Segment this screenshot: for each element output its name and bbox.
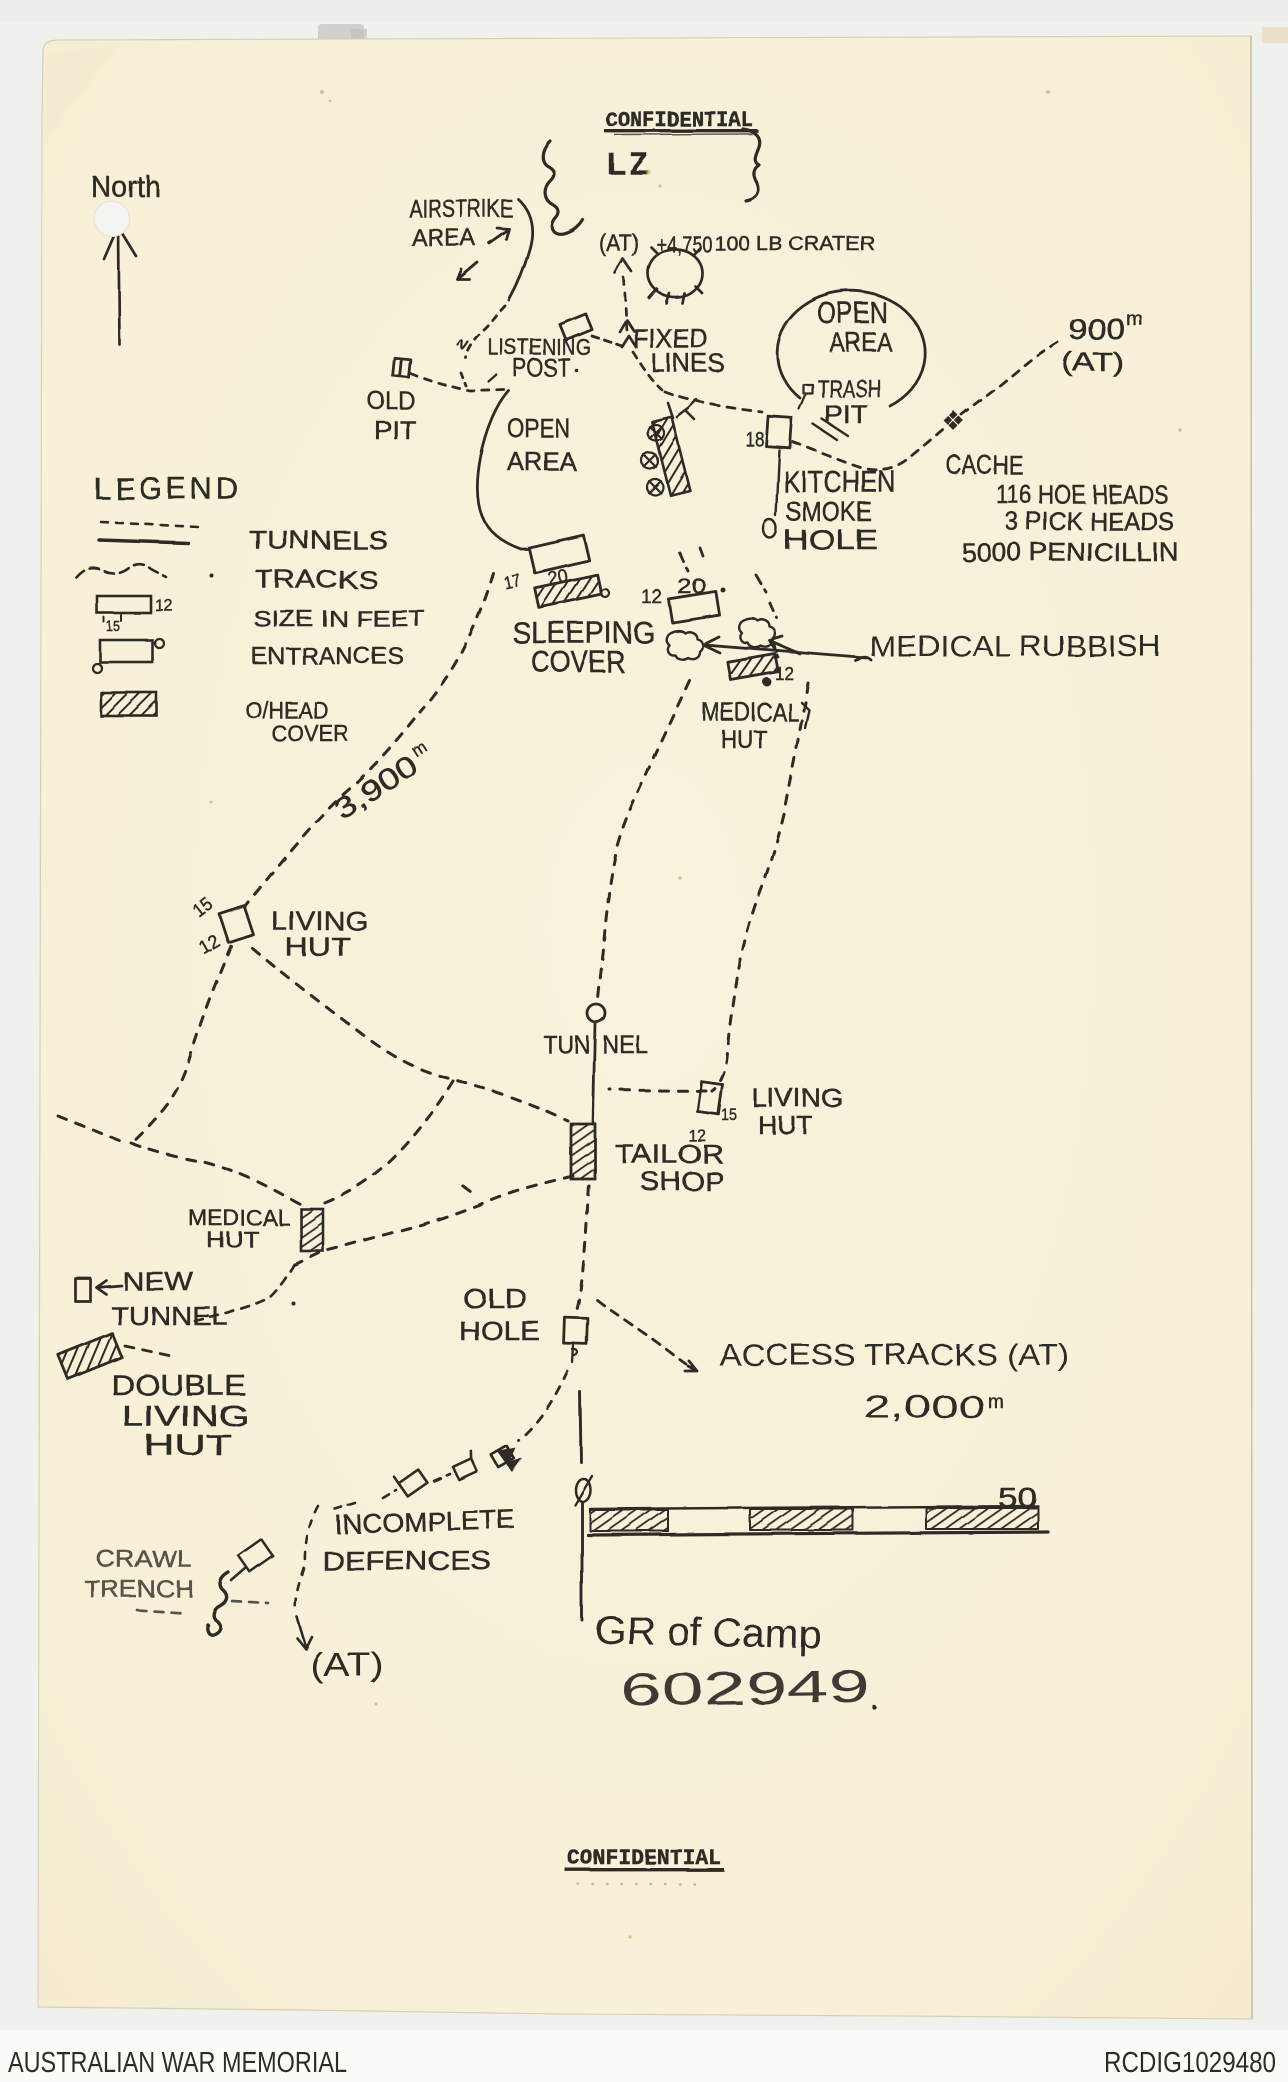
svg-text:(AT): (AT) [599, 230, 639, 257]
svg-text:LEGEND: LEGEND [94, 471, 242, 506]
svg-text:12: 12 [641, 587, 662, 608]
svg-text:AREA: AREA [411, 224, 475, 251]
svg-text:SHOP: SHOP [640, 1166, 724, 1196]
svg-text:AREA: AREA [507, 446, 577, 476]
svg-text:3 PICK HEADS: 3 PICK HEADS [1005, 506, 1174, 536]
svg-text:O/HEAD: O/HEAD [245, 697, 328, 724]
svg-text:12: 12 [688, 1126, 706, 1145]
svg-text:GR of Camp: GR of Camp [594, 1608, 823, 1658]
svg-text:17: 17 [502, 570, 523, 593]
svg-text:NEW: NEW [122, 1266, 194, 1296]
svg-text:18: 18 [745, 428, 764, 451]
svg-text:ACCESS TRACKS (AT): ACCESS TRACKS (AT) [719, 1337, 1069, 1372]
svg-text:SIZE IN FEET: SIZE IN FEET [253, 606, 425, 631]
svg-text:RCDIG1029480: RCDIG1029480 [1104, 2047, 1276, 2079]
svg-text:50: 50 [998, 1482, 1037, 1513]
svg-text:FIXED: FIXED [633, 323, 708, 354]
svg-text:AUSTRALIAN WAR MEMORIAL: AUSTRALIAN WAR MEMORIAL [8, 2047, 347, 2079]
svg-text:LIVING: LIVING [271, 906, 368, 936]
svg-text:SLEEPING: SLEEPING [512, 615, 655, 650]
svg-text:ENTRANCES: ENTRANCES [251, 643, 404, 670]
svg-text:HUT: HUT [758, 1112, 813, 1140]
svg-text:2,000: 2,000 [864, 1389, 985, 1425]
svg-text:INCOMPLETE: INCOMPLETE [334, 1504, 515, 1540]
svg-text:NEL: NEL [602, 1031, 648, 1059]
svg-text:m: m [1126, 309, 1143, 330]
svg-text:MEDICAL: MEDICAL [702, 697, 799, 727]
svg-text:TUN: TUN [543, 1031, 590, 1059]
svg-text:North: North [91, 171, 161, 204]
svg-text:POST: POST [513, 353, 571, 383]
svg-text:LINES: LINES [651, 348, 725, 378]
svg-text:116 HOE HEADS: 116 HOE HEADS [996, 479, 1168, 509]
svg-text:TUNNELS: TUNNELS [249, 525, 388, 555]
svg-text:602949: 602949 [620, 1660, 870, 1716]
svg-text:CONFIDENTIAL: CONFIDENTIAL [567, 1846, 721, 1871]
svg-text:15: 15 [721, 1105, 737, 1124]
svg-text:HUT: HUT [721, 726, 767, 754]
svg-text:AREA: AREA [829, 327, 892, 357]
svg-text:DOUBLE: DOUBLE [111, 1370, 246, 1402]
svg-text:SMOKE: SMOKE [786, 496, 872, 527]
svg-text:COVER: COVER [531, 644, 625, 679]
svg-text:MEDICAL RUBBISH: MEDICAL RUBBISH [869, 630, 1161, 663]
svg-text:CONFIDENTIAL: CONFIDENTIAL [605, 108, 753, 133]
svg-text:m: m [988, 1392, 1004, 1413]
svg-text:(AT): (AT) [1062, 347, 1124, 377]
svg-text:CRAWL: CRAWL [96, 1546, 192, 1573]
svg-text:TAILOR: TAILOR [615, 1139, 724, 1169]
svg-text:OPEN: OPEN [507, 413, 570, 443]
svg-text:100 LB CRATER: 100 LB CRATER [714, 233, 875, 255]
svg-text:HUT: HUT [206, 1227, 259, 1252]
svg-text:HUT: HUT [144, 1430, 232, 1462]
svg-text:OLD: OLD [367, 387, 415, 415]
svg-text:TRENCH: TRENCH [84, 1576, 194, 1603]
svg-text:COVER: COVER [271, 720, 349, 746]
svg-text:TUNNEL: TUNNEL [111, 1301, 228, 1331]
svg-text:+4,750: +4,750 [656, 231, 712, 257]
svg-text:HUT: HUT [285, 932, 351, 962]
svg-text:LZ: LZ [607, 146, 652, 181]
svg-text:CACHE: CACHE [946, 450, 1023, 480]
svg-text:HOLE: HOLE [459, 1316, 540, 1346]
svg-text:PIT: PIT [374, 415, 416, 445]
svg-text:12: 12 [775, 664, 794, 684]
svg-text:5000 PENICILLIN: 5000 PENICILLIN [961, 537, 1179, 567]
svg-text:LIVING: LIVING [752, 1083, 843, 1113]
svg-text:MEDICAL: MEDICAL [188, 1205, 290, 1230]
svg-text:HOLE: HOLE [783, 524, 878, 555]
svg-text:20: 20 [677, 575, 706, 598]
svg-text:AIRSTRIKE: AIRSTRIKE [409, 195, 513, 223]
svg-text:(AT): (AT) [310, 1646, 384, 1683]
svg-text:15: 15 [106, 618, 120, 635]
svg-text:TRACKS: TRACKS [255, 566, 378, 594]
svg-text:LIVING: LIVING [122, 1401, 249, 1433]
svg-text:OPEN: OPEN [817, 297, 888, 330]
svg-text:20: 20 [546, 566, 569, 590]
svg-text:OLD: OLD [463, 1284, 528, 1314]
svg-text:12: 12 [155, 596, 173, 615]
svg-text:900: 900 [1068, 313, 1125, 346]
svg-text:DEFENCES: DEFENCES [322, 1546, 492, 1576]
svg-text:KITCHEN: KITCHEN [783, 464, 896, 499]
svg-text:TRASH: TRASH [817, 375, 881, 403]
